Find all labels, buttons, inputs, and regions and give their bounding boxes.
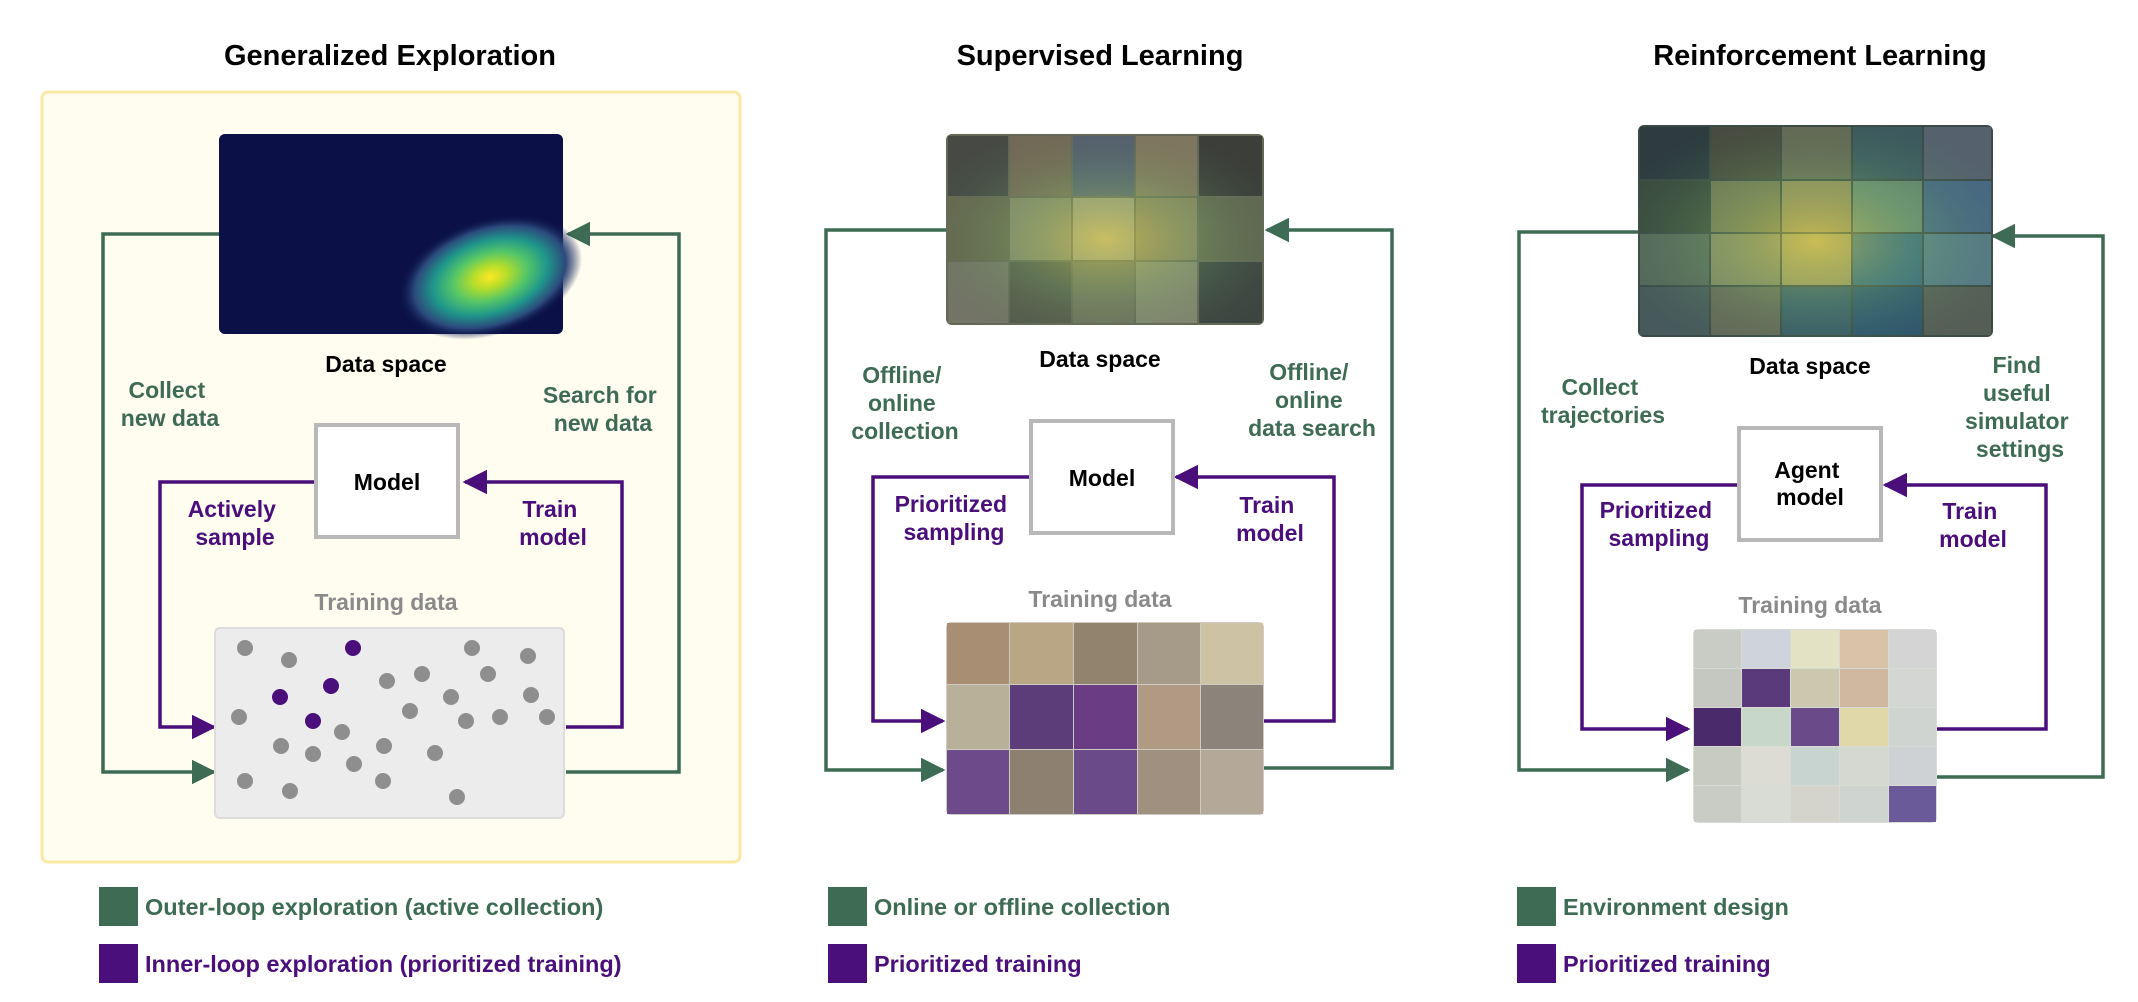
training-data-label: Training data — [1738, 592, 1881, 618]
outer-right-label: Search for new data — [543, 382, 663, 436]
inner-loop-arrow-left — [1580, 483, 1739, 742]
data-space-label: Data space — [1039, 346, 1160, 372]
data-space-environment-grid — [1638, 125, 1993, 337]
training-data-label: Training data — [1028, 586, 1171, 612]
inner-loop-arrow-left — [871, 475, 1029, 734]
training-data-points — [231, 640, 555, 805]
inner-loop-arrow-left — [158, 480, 314, 740]
panel-title: Supervised Learning — [957, 40, 1244, 72]
outer-loop-arrow-left — [101, 232, 219, 785]
inner-right-label: Train model — [1939, 498, 2007, 552]
legend-outer: Online or offline collection — [828, 887, 1170, 926]
inner-loop-arrow-right — [462, 469, 624, 729]
legend-inner: Prioritized training — [828, 944, 1082, 983]
legend-inner: Inner-loop exploration (prioritized trai… — [99, 944, 622, 983]
legend-outer: Outer-loop exploration (active collectio… — [99, 887, 603, 926]
panel-reinforcement-learning: Reinforcement Learning Data space Agent — [1517, 40, 2105, 983]
outer-right-label: Find useful simulator settings — [1965, 352, 2075, 462]
inner-left-label: Prioritized sampling — [1600, 497, 1719, 551]
outer-left-label: Offline/ online collection — [851, 362, 958, 444]
legend-label-outer: Online or offline collection — [874, 894, 1170, 920]
outer-loop-arrow-right — [1264, 217, 1394, 770]
density-peak — [397, 214, 583, 340]
outer-left-label: Collect trajectories — [1541, 374, 1665, 428]
outer-loop-arrow-right — [565, 221, 681, 774]
outer-loop-arrow-left — [824, 228, 946, 783]
panel-generalized-exploration: Generalized Exploration Data space Model… — [40, 40, 742, 983]
inner-left-label: Prioritized sampling — [895, 491, 1014, 545]
legend-swatch-inner — [828, 944, 867, 983]
data-space-label: Data space — [325, 351, 446, 377]
inner-loop-arrow-right — [1173, 464, 1336, 723]
inner-left-label: Actively sample — [188, 496, 283, 550]
panel-title: Generalized Exploration — [224, 40, 556, 72]
outer-loop-arrow-left — [1517, 230, 1691, 783]
outer-loop-arrow-right — [1937, 223, 2105, 779]
model-box — [314, 423, 460, 539]
model-box — [1029, 419, 1175, 535]
legend-outer: Environment design — [1517, 887, 1789, 926]
model-box — [1737, 426, 1883, 542]
legend-label-inner: Prioritized training — [1563, 951, 1771, 977]
outer-right-label: Offline/ online data search — [1248, 359, 1376, 441]
legend-swatch-outer — [99, 887, 138, 926]
inner-right-label: Train model — [519, 496, 587, 550]
legend-swatch-outer — [828, 887, 867, 926]
training-data-environment-grid — [1693, 629, 1937, 823]
outer-left-label: Collect new data — [121, 377, 220, 431]
inner-right-label: Train model — [1236, 492, 1304, 546]
legend-label-inner: Prioritized training — [874, 951, 1082, 977]
legend-swatch-inner — [99, 944, 138, 983]
legend-swatch-inner — [1517, 944, 1556, 983]
data-space-label: Data space — [1749, 353, 1870, 379]
model-label: Model — [1069, 465, 1135, 491]
training-data-image-grid — [946, 622, 1264, 815]
panel-supervised-learning: Supervised Learning Data space Model Tra… — [824, 40, 1394, 983]
training-data-box — [214, 627, 565, 819]
data-space-heatmap — [219, 134, 583, 340]
panel-title: Reinforcement Learning — [1653, 40, 1987, 72]
legend-label-outer: Outer-loop exploration (active collectio… — [145, 894, 603, 920]
training-data-label: Training data — [314, 589, 457, 615]
legend-inner: Prioritized training — [1517, 944, 1771, 983]
model-label: Agent model — [1774, 457, 1846, 510]
data-space-image-grid — [946, 134, 1264, 325]
legend-label-inner: Inner-loop exploration (prioritized trai… — [145, 951, 622, 977]
model-label: Model — [354, 469, 420, 495]
legend-label-outer: Environment design — [1563, 894, 1789, 920]
legend-swatch-outer — [1517, 887, 1556, 926]
inner-loop-arrow-right — [1882, 472, 2048, 731]
